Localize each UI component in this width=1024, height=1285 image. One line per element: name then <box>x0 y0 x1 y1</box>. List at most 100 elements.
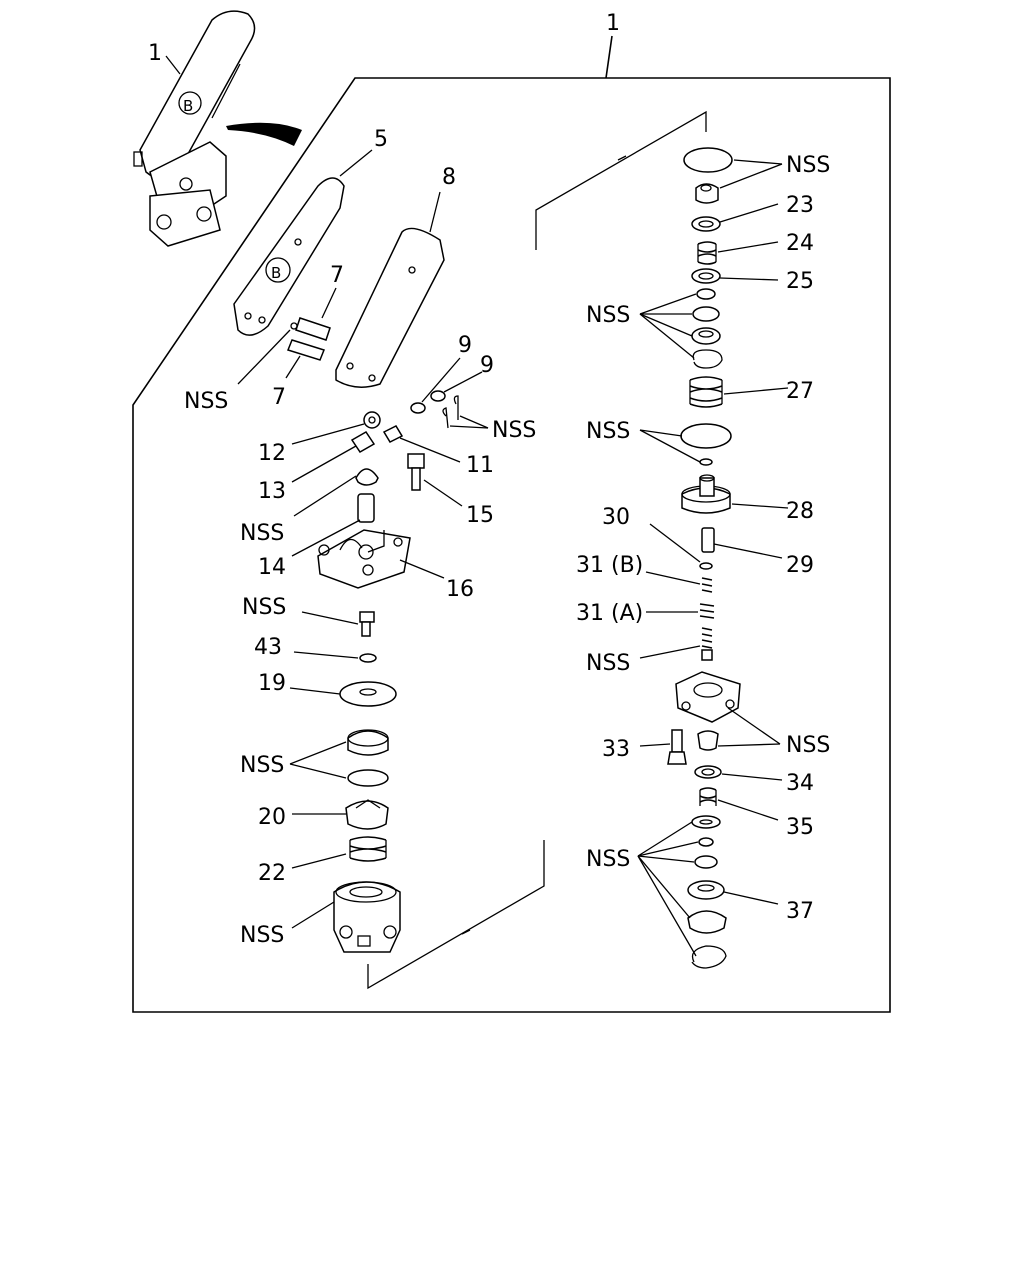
leader-nss-top-1 <box>733 159 783 165</box>
leader-37 <box>723 891 779 905</box>
part-nss-rings <box>691 288 723 369</box>
part-11-pin <box>382 425 404 443</box>
leader-5 <box>339 149 373 177</box>
leader-43 <box>293 651 359 659</box>
leader-31b <box>645 571 701 585</box>
label-top-assembly: 1 <box>606 11 620 36</box>
label-12: 12 <box>258 441 286 466</box>
dash-mark-2 <box>617 155 627 161</box>
leader-8 <box>429 191 441 233</box>
leader-35 <box>717 799 779 821</box>
top-center-line <box>535 110 707 250</box>
leader-23 <box>719 203 779 223</box>
label-nss-bottom: NSS <box>586 847 630 872</box>
leader-22 <box>291 853 347 869</box>
part-22-spring <box>349 836 387 862</box>
leader-25 <box>719 277 779 281</box>
label-11: 11 <box>466 453 494 478</box>
label-nss-rings: NSS <box>586 303 630 328</box>
leader-28 <box>731 503 789 509</box>
leader-nss-seal-1 <box>289 741 347 765</box>
part-31a-spring <box>699 603 715 619</box>
leader-nss-bottom-1 <box>637 821 693 857</box>
leader-nss-oring-2 <box>639 429 701 463</box>
label-7a: 7 <box>330 263 344 288</box>
leader-nss-bottom-5 <box>637 855 697 957</box>
leader-nss-body <box>291 901 335 929</box>
label-24: 24 <box>786 231 814 256</box>
leader-nss-stem <box>639 645 701 659</box>
part-24-spring <box>697 241 717 265</box>
label-13: 13 <box>258 479 286 504</box>
leader-nss-bottom-3 <box>637 855 695 863</box>
label-nss-seal: NSS <box>240 753 284 778</box>
part-29-stem <box>701 527 715 553</box>
label-nss-cap: NSS <box>240 521 284 546</box>
leader-24 <box>717 241 779 253</box>
part-20-valve <box>345 799 389 830</box>
part-16-cover <box>317 529 411 589</box>
part-33-bolt <box>667 729 687 765</box>
pedal-letter: B <box>183 97 193 115</box>
label-31a: 31 (A) <box>576 601 643 626</box>
part-27-spring <box>689 376 723 408</box>
part-19-diaphragm <box>339 681 397 707</box>
label-31b: 31 (B) <box>576 553 643 578</box>
leader-nss-pins <box>237 329 291 385</box>
label-25: 25 <box>786 269 814 294</box>
exploded-arrow <box>226 122 302 146</box>
part-7-pins <box>287 317 331 361</box>
part-nss-housing <box>675 671 741 723</box>
label-33: 33 <box>602 737 630 762</box>
label-16: 16 <box>446 577 474 602</box>
part-15-bolt <box>407 453 425 491</box>
leader-nss-oring-1 <box>639 429 683 437</box>
label-30: 30 <box>602 505 630 530</box>
label-37: 37 <box>786 899 814 924</box>
part-5-pedal-pad: B <box>233 177 345 336</box>
label-15: 15 <box>466 503 494 528</box>
part-nss-seal <box>347 729 389 787</box>
part-nss-housing-bush <box>697 730 719 751</box>
part-43-washer <box>359 653 377 663</box>
leader-19 <box>289 687 341 695</box>
part-nss-top-oring <box>683 147 733 173</box>
part-nss-cap <box>355 468 379 486</box>
label-nss-oring: NSS <box>586 419 630 444</box>
part-14-plunger <box>357 493 375 523</box>
leader-30 <box>649 523 701 563</box>
leader-9b <box>443 371 483 393</box>
leader-nss-top-2 <box>719 163 783 189</box>
label-nss-body: NSS <box>240 923 284 948</box>
leader-nss-housing-1 <box>727 707 781 745</box>
leader-16 <box>399 559 445 579</box>
leader-11 <box>399 437 461 463</box>
leader-34 <box>721 773 783 781</box>
leader-12 <box>291 423 365 445</box>
leader-nss-bottom-2 <box>637 841 699 857</box>
label-19: 19 <box>258 671 286 696</box>
leader-nss-seal-2 <box>289 763 347 779</box>
label-pedal-assembly: 1 <box>148 41 162 66</box>
bottom-center-line <box>367 840 545 990</box>
label-29: 29 <box>786 553 814 578</box>
dash-mark-1 <box>461 929 471 935</box>
part-12-nut <box>363 411 381 429</box>
part-25-washer <box>691 268 721 284</box>
part-28-piston <box>681 474 731 514</box>
label-20: 20 <box>258 805 286 830</box>
leader-14 <box>291 519 361 557</box>
pedal-letter-2: B <box>271 264 281 282</box>
leader-nss-clips-1 <box>459 415 489 429</box>
part-30-washer <box>699 562 713 570</box>
part-35-spring <box>699 787 717 806</box>
label-nss-stem: NSS <box>586 651 630 676</box>
label-nss-clips: NSS <box>492 418 536 443</box>
label-34: 34 <box>786 771 814 796</box>
label-27: 27 <box>786 379 814 404</box>
leader-pedal-assembly <box>165 55 181 75</box>
part-9-washers <box>410 390 459 429</box>
leader-nss-cap <box>293 475 357 517</box>
leader-15 <box>423 479 463 507</box>
